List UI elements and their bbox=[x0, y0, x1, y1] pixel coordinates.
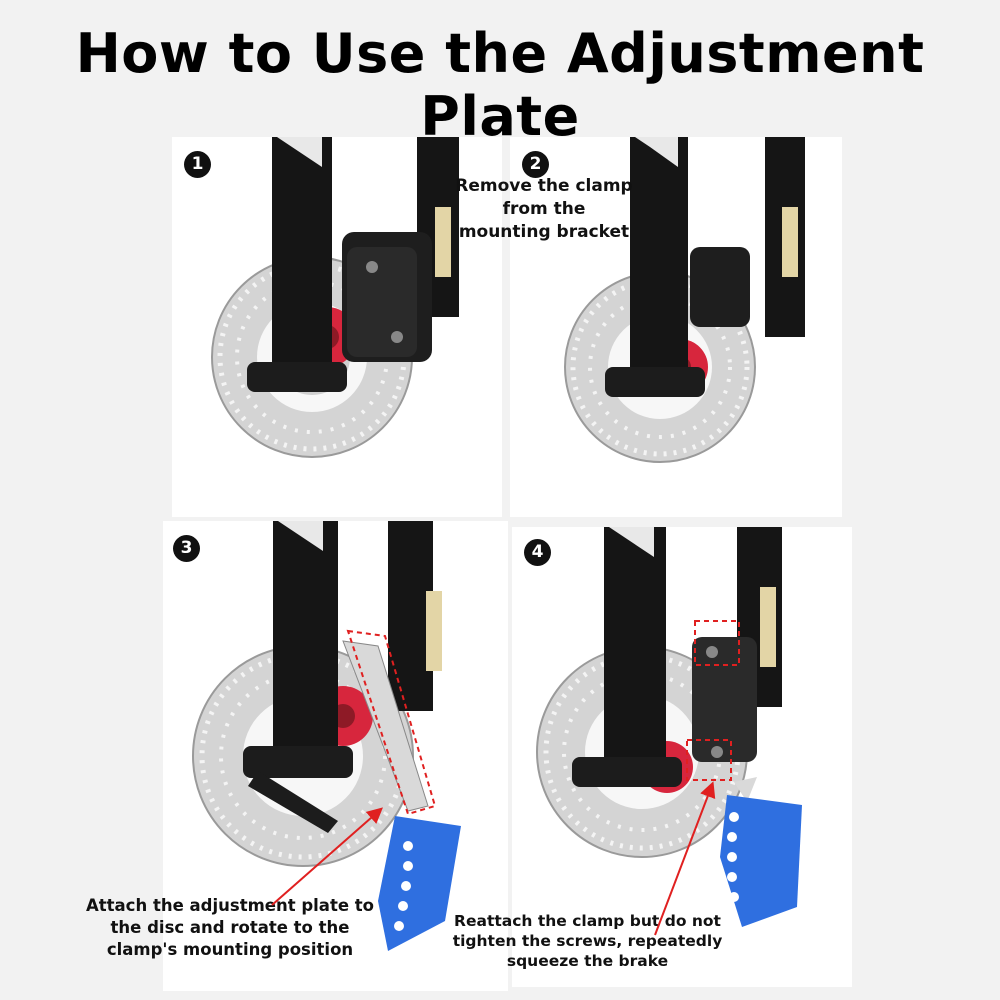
highlight-box-top bbox=[694, 620, 740, 666]
page-title: How to Use the Adjustment Plate bbox=[75, 22, 925, 148]
fork-image bbox=[605, 137, 805, 397]
step-3-caption: Attach the adjustment plate to the disc … bbox=[86, 896, 374, 959]
fork-image bbox=[243, 521, 442, 833]
step-4-illustration bbox=[536, 527, 802, 927]
highlight-box-bottom bbox=[686, 739, 732, 781]
step-1-illustration bbox=[211, 137, 459, 458]
step-2-caption: Remove the clamp from the mounting brack… bbox=[455, 176, 633, 242]
step-2-illustration bbox=[564, 137, 805, 463]
step-4-badge: 4 bbox=[524, 539, 551, 566]
step-4-panel: 4 bbox=[512, 527, 852, 987]
adjustment-plate-image bbox=[720, 777, 802, 927]
step-4-caption: Reattach the clamp but do not tighten th… bbox=[452, 912, 723, 970]
caliper-image bbox=[692, 637, 757, 762]
fork-image bbox=[572, 527, 782, 787]
step-2-panel: 2 bbox=[510, 137, 842, 517]
step-1-badge: 1 bbox=[184, 151, 211, 178]
step-3-panel: 3 bbox=[163, 521, 508, 991]
step-3-badge: 3 bbox=[173, 535, 200, 562]
step-1-panel: 1 bbox=[172, 137, 502, 517]
highlight-box bbox=[346, 629, 437, 816]
caliper-image bbox=[347, 247, 417, 357]
step-2-badge: 2 bbox=[522, 151, 549, 178]
